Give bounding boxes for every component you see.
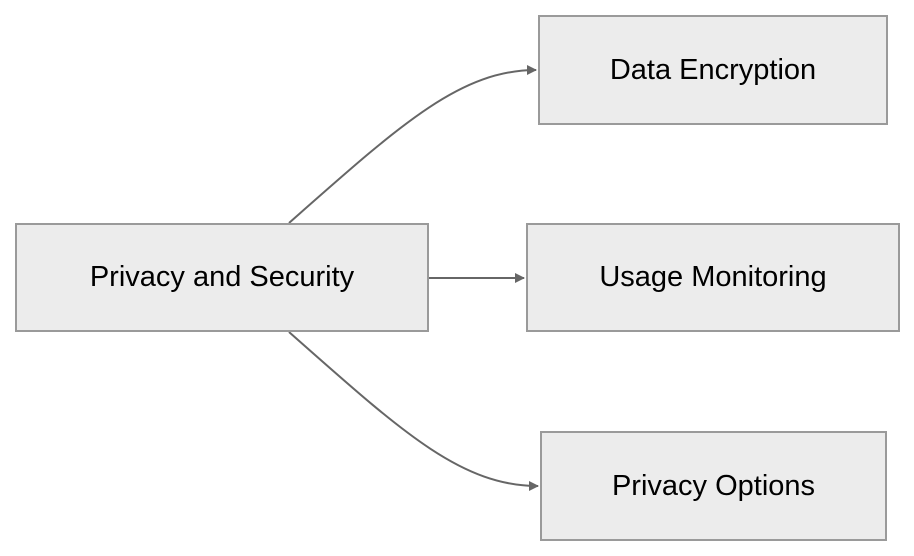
node-label: Usage Monitoring xyxy=(599,261,827,293)
edge-to-data-encryption xyxy=(288,65,537,224)
node-usage-monitoring: Usage Monitoring xyxy=(526,223,900,332)
edge-to-privacy-options xyxy=(288,331,539,491)
node-privacy-and-security: Privacy and Security xyxy=(15,223,429,332)
node-data-encryption: Data Encryption xyxy=(538,15,888,125)
node-label: Privacy and Security xyxy=(89,261,355,293)
node-label: Privacy Options xyxy=(611,469,816,502)
node-privacy-options: Privacy Options xyxy=(540,431,887,541)
node-label: Data Encryption xyxy=(609,53,817,86)
